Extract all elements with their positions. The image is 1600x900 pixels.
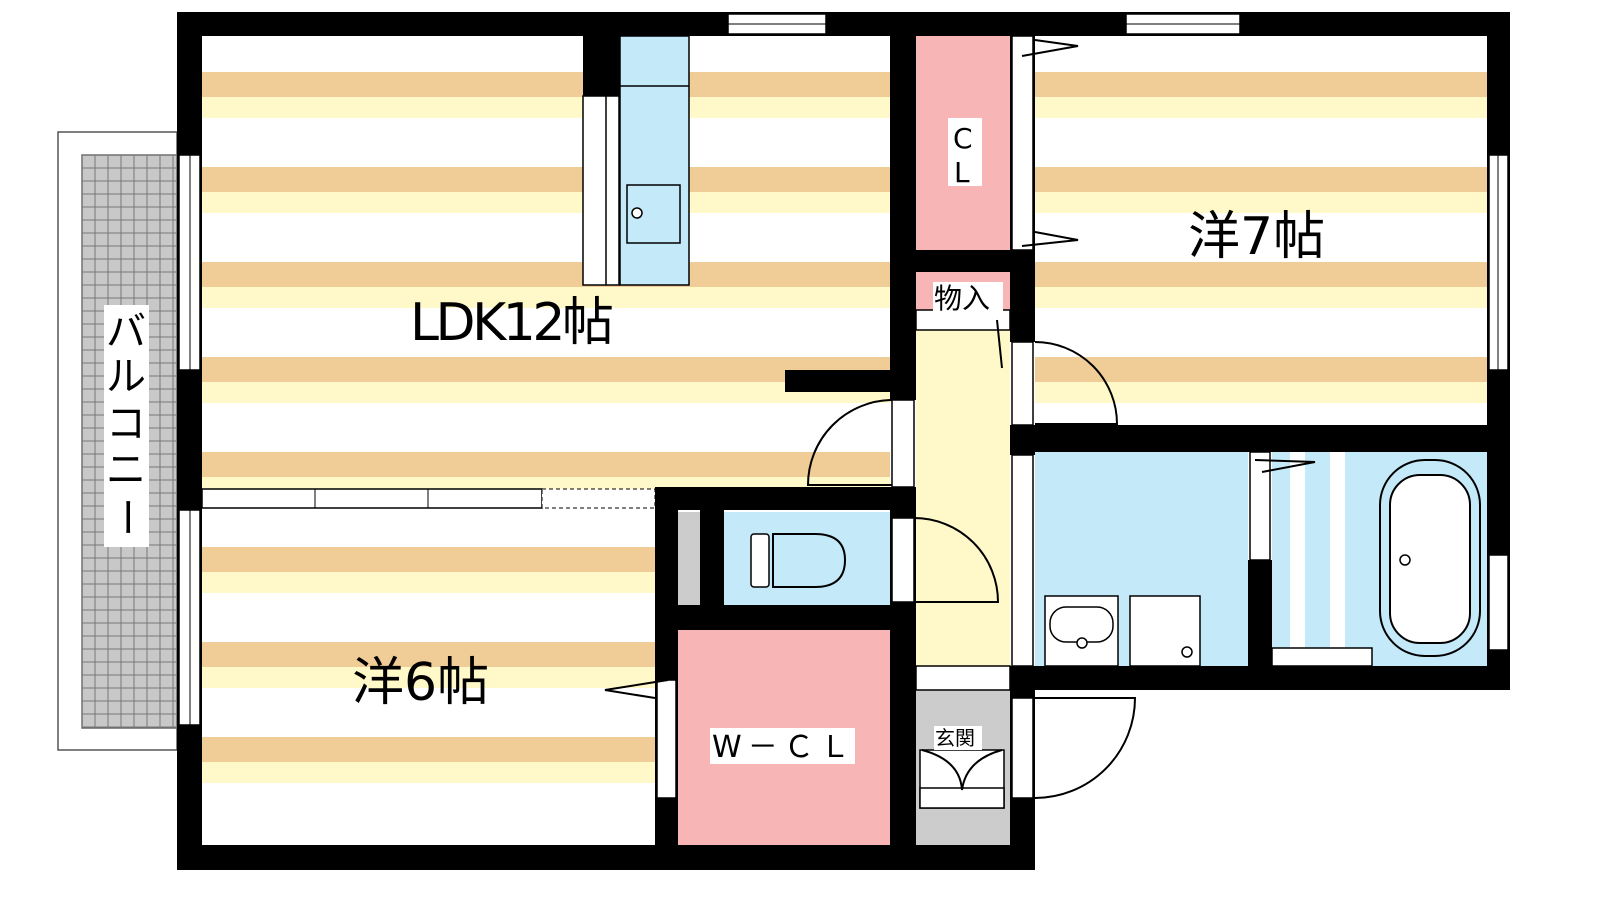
toilet [750,533,847,588]
balcony-label-char: ー [103,497,149,537]
floor-band-light [202,382,890,403]
floor-band [202,452,890,477]
floor-band-light [202,287,890,308]
floor-band-light [202,667,655,688]
storage-label: 物入 [934,282,990,315]
toilet-room [724,512,890,605]
ldk-label: LDK12帖 [410,293,614,353]
floor-band [202,262,890,287]
floor-band [1035,357,1487,382]
floor-band [202,167,890,192]
balcony-label-char: ル [106,354,146,400]
shoe-cabinet-door [921,749,1003,791]
entrance-label: 玄関 [935,726,975,750]
floor-band [202,642,655,667]
floor-band-light [1035,192,1487,213]
western6-floor-stripes [202,547,655,783]
ldk-floor-stripes [202,72,890,498]
western7-floor-stripes [1035,72,1487,403]
floor-band [202,72,890,97]
balcony-label-char: バ [106,309,146,355]
washbasin [1044,595,1119,667]
floor-band [1035,72,1487,97]
kitchen-counter [582,35,690,286]
closet-label-l: L [954,156,970,189]
windows [178,13,1509,799]
bathtub [1379,459,1481,657]
floor-band-light [202,762,655,783]
floor-band [202,737,655,762]
floor-band-light [202,97,890,118]
floor-band [1035,167,1487,192]
western6-label: 洋6帖 [352,653,489,713]
washing-machine [1129,595,1201,667]
doors[interactable] [604,39,1316,799]
floor-band-light [202,192,890,213]
floor-band [202,357,890,382]
floor-band-light [1035,287,1487,308]
floor-band-light [202,572,655,593]
western7-label: 洋7帖 [1188,207,1325,267]
balcony [57,131,178,751]
balcony-label-char: ニ [106,447,146,493]
balcony-label: バ ル コ ニ ー [103,309,149,537]
hallway [916,330,1010,666]
balcony-label-char: コ [106,401,146,447]
closet-label-c: C [953,122,973,155]
floor-band [202,547,655,572]
floor-band-light [1035,382,1487,403]
floor-band-light [1035,97,1487,118]
floor-band [1035,262,1487,287]
